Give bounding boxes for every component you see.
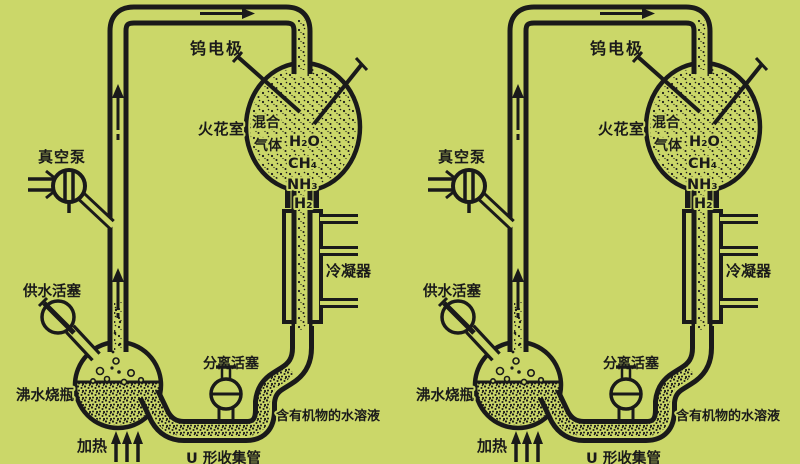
label-gas-nh3: NH₃ [287,177,318,193]
label-mixed-gas-1: 混合 [252,114,281,131]
label-tungsten-electrode: 钨电极 [590,39,644,58]
label-spark-chamber: 火花室 [198,120,245,138]
label-u-tube: U 形收集管 [586,449,661,464]
label-gas-h2o: H₂O [289,134,320,150]
panel-right: 钨电极 真空泵 火花室 混合 气体 H₂O CH₄ NH₃ H₂ 冷凝器 供水活… [416,8,780,464]
label-boiling-flask: 沸水烧瓶 [16,386,74,404]
label-heating: 加热 [76,437,107,455]
label-mixed-gas-1: 混合 [652,114,681,131]
label-water-supply-stopcock: 供水活塞 [422,282,481,300]
label-spark-chamber: 火花室 [598,120,645,138]
label-boiling-flask: 沸水烧瓶 [416,386,474,404]
label-gas-h2: H₂ [294,196,313,212]
label-heating: 加热 [476,437,507,455]
label-gas-h2: H₂ [694,196,713,212]
panel-left: 钨电极 真空泵 火花室 混合 气体 H₂O CH₄ NH₃ H₂ 冷凝器 供水活… [16,8,380,464]
label-organic-solution: 含有机物的水溶液 [275,408,380,424]
label-gas-nh3: NH₃ [687,177,718,193]
label-organic-solution: 含有机物的水溶液 [675,408,780,424]
label-u-tube: U 形收集管 [186,449,261,464]
label-water-supply-stopcock: 供水活塞 [22,282,81,300]
label-vacuum-pump: 真空泵 [38,148,86,166]
label-gas-h2o: H₂O [689,134,720,150]
label-vacuum-pump: 真空泵 [438,148,486,166]
label-gas-ch4: CH₄ [688,156,717,172]
label-separation-stopcock: 分离活塞 [603,355,660,372]
label-condenser: 冷凝器 [726,262,772,280]
label-separation-stopcock: 分离活塞 [203,355,260,372]
label-tungsten-electrode: 钨电极 [190,39,244,58]
label-mixed-gas-2: 气体 [653,137,683,154]
label-mixed-gas-2: 气体 [253,137,283,154]
label-condenser: 冷凝器 [326,262,372,280]
label-gas-ch4: CH₄ [288,156,317,172]
